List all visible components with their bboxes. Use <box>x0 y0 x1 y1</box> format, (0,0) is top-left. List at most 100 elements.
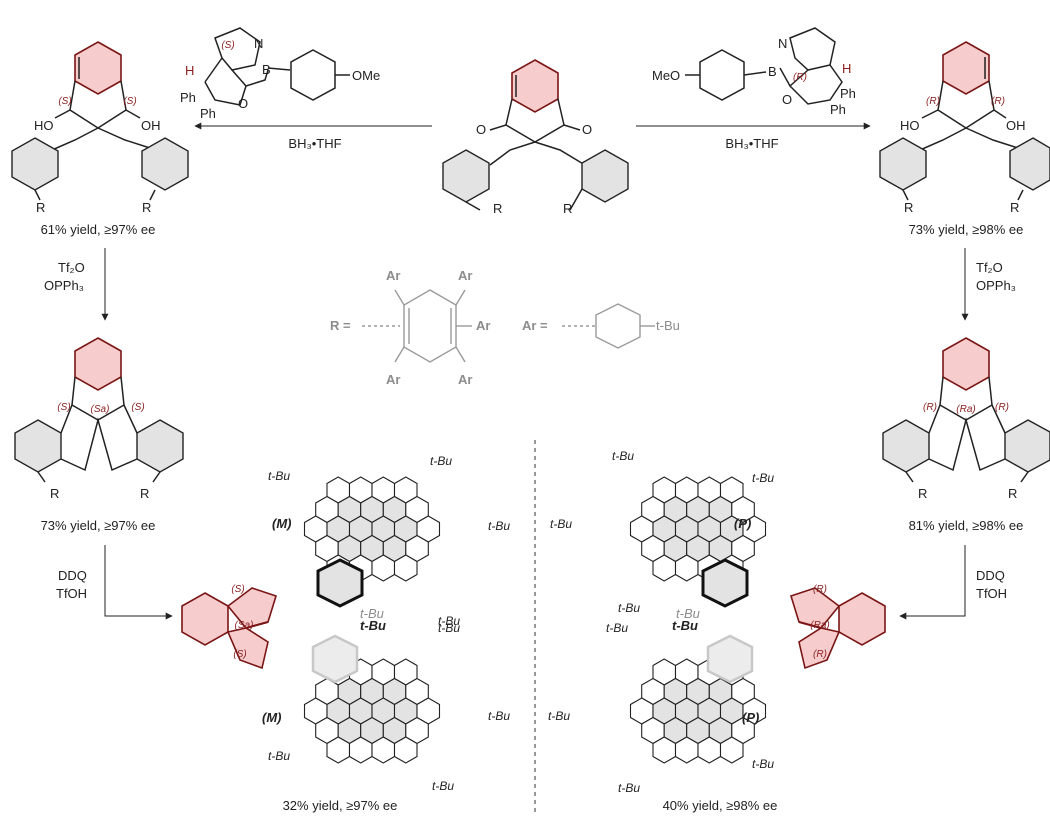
stereo-r: (R) <box>813 584 827 595</box>
tbu-label: t-Bu <box>606 621 628 635</box>
yield-left-diol: 61% yield, ≥97% ee <box>41 222 156 237</box>
stereo-r: (R) <box>813 649 827 660</box>
condition-bh3-left: BH₃•THF <box>288 136 341 151</box>
yield-left-spiro: 73% yield, ≥97% ee <box>41 518 156 533</box>
stereo-s: (S) <box>231 584 244 595</box>
reagent-tfoh: TfOH <box>976 586 1007 601</box>
tbu-label: t-Bu <box>676 606 700 621</box>
h-atom: H <box>842 61 851 76</box>
ph-label: Ph <box>200 106 216 121</box>
r-group: R <box>50 486 59 501</box>
r-group: R <box>142 200 151 215</box>
cbs-stereo-label: (S) <box>221 40 234 51</box>
stereo-s: (S) <box>233 649 246 660</box>
tbu-label: t-Bu <box>360 606 384 621</box>
oh-label: OH <box>1006 118 1026 133</box>
reagent-tf2o: Tf₂O <box>58 260 85 275</box>
b-atom: B <box>768 64 777 79</box>
tbu-substituent: t-Bu <box>656 318 680 333</box>
tbu-label: t-Bu <box>550 517 572 531</box>
tbu-label: t-Bu <box>548 709 570 723</box>
stereo-r: (R) <box>926 96 940 107</box>
tbu-label: t-Bu <box>752 757 774 771</box>
tbu-label: t-Bu <box>672 618 698 633</box>
nanographene-lower-left: t-Bu t-Bu t-Bu t-Bu <box>268 621 510 793</box>
ome-label: OMe <box>352 68 380 83</box>
right-spiro: (R) (Ra) (R) R R 81% yield, ≥98% ee <box>882 337 1050 533</box>
tbu-label: t-Bu <box>618 781 640 795</box>
reagent-ddq: DDQ <box>58 568 87 583</box>
ar-substituent: Ar <box>458 372 472 387</box>
reagent-opph3: OPPh₃ <box>976 278 1016 293</box>
ar-equals-label: Ar = <box>522 318 548 333</box>
ph-label: Ph <box>180 90 196 105</box>
n-atom: N <box>778 36 787 51</box>
ph-label: Ph <box>840 86 856 101</box>
stereo-ra: (Ra) <box>810 620 829 631</box>
tbu-label: t-Bu <box>432 779 454 793</box>
stereo-s: (S) <box>58 96 71 107</box>
o-atom: O <box>238 96 248 111</box>
yield-right-diol: 73% yield, ≥98% ee <box>909 222 1024 237</box>
ar-substituent: Ar <box>386 268 400 283</box>
tbu-label: t-Bu <box>268 469 290 483</box>
tbu-label: t-Bu <box>438 614 460 628</box>
ho-label: HO <box>900 118 920 133</box>
helix-m-label: (M) <box>272 516 292 531</box>
tbu-label: t-Bu <box>268 749 290 763</box>
aromatic-ring <box>719 736 744 764</box>
reagent-ddq: DDQ <box>976 568 1005 583</box>
tbu-label: t-Bu <box>752 471 774 485</box>
b-atom: B <box>262 62 271 77</box>
ar-substituent: Ar <box>476 318 490 333</box>
nanographene-lower-right: t-Bu t-Bu t-Bu t-Bu <box>548 621 774 795</box>
cbs-catalyst-r: MeO N B O H (R) Ph Ph <box>652 27 856 117</box>
stereo-s: (S) <box>57 402 70 413</box>
oh-label: OH <box>141 118 161 133</box>
stereo-sa: (Sa) <box>235 620 254 631</box>
stereo-s: (S) <box>131 402 144 413</box>
r-group: R <box>904 200 913 215</box>
left-diol: HO OH (S) (S) R R 61% yield, ≥97% ee <box>11 41 189 237</box>
arrow-left-to-final <box>104 545 173 620</box>
stereo-ra: (Ra) <box>956 404 975 415</box>
right-final-product: t-But-But-But-Bu t-But-But-But-Bu (R) (R… <box>548 449 886 813</box>
r-group: R <box>493 201 502 216</box>
h-atom: H <box>185 63 194 78</box>
stereo-sa: (Sa) <box>91 404 110 415</box>
ar-substituent: Ar <box>386 372 400 387</box>
reagent-tf2o: Tf₂O <box>976 260 1003 275</box>
meo-label: MeO <box>652 68 680 83</box>
stereo-r: (R) <box>923 402 937 413</box>
stereo-r: (R) <box>991 96 1005 107</box>
yield-left-final: 32% yield, ≥97% ee <box>283 798 398 813</box>
nanographene-upper-left: t-Bu t-Bu t-Bu t-Bu <box>268 454 510 628</box>
tbu-label: t-Bu <box>438 621 460 635</box>
helix-m-label: (M) <box>262 710 282 725</box>
helix-p-label: (P) <box>734 516 751 531</box>
right-diol: HO OH (R) (R) R R 73% yield, ≥98% ee <box>879 41 1050 237</box>
tbu-label: t-Bu <box>360 618 386 633</box>
r-group-legend: R = Ar Ar Ar Ar Ar Ar = t-Bu <box>330 268 680 387</box>
aromatic-ring <box>393 554 418 582</box>
tbu-label: t-Bu <box>488 709 510 723</box>
left-spiro: (S) (Sa) (S) R R 73% yield, ≥97% ee <box>14 337 184 533</box>
tbu-label: t-Bu <box>488 519 510 533</box>
aromatic-ring <box>393 736 418 764</box>
r-group: R <box>918 486 927 501</box>
tbu-label: t-Bu <box>612 449 634 463</box>
tbu-label: t-Bu <box>430 454 452 468</box>
carbonyl-o-left: O <box>476 122 486 137</box>
yield-right-spiro: 81% yield, ≥98% ee <box>909 518 1024 533</box>
n-atom: N <box>254 36 263 51</box>
r-group: R <box>1010 200 1019 215</box>
reagent-opph3: OPPh₃ <box>44 278 84 293</box>
o-atom: O <box>782 92 792 107</box>
r-group: R <box>1008 486 1017 501</box>
condition-bh3-right: BH₃•THF <box>725 136 778 151</box>
tbu-label: t-Bu <box>618 601 640 615</box>
carbonyl-o-right: O <box>582 122 592 137</box>
helix-p-label: (P) <box>742 710 759 725</box>
r-group: R <box>563 201 572 216</box>
